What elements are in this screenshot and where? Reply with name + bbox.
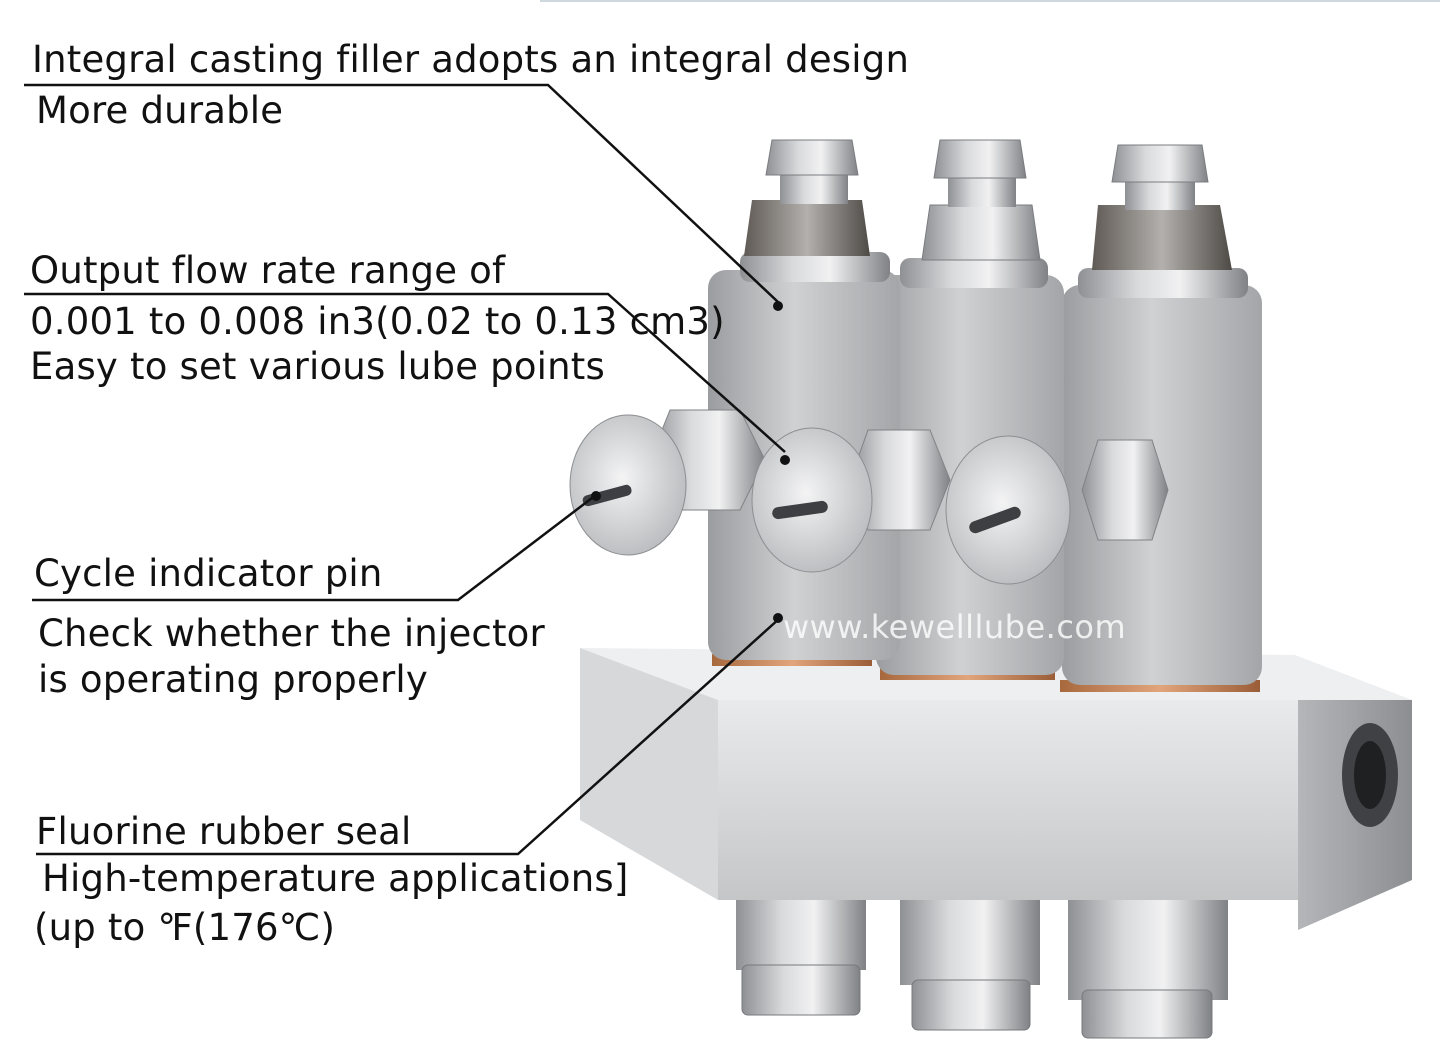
leader-flow — [24, 292, 786, 453]
indicator-desc-2: is operating properly — [38, 658, 428, 701]
leader-casting — [24, 83, 779, 303]
casting-title: Integral casting filler adopts an integr… — [32, 38, 910, 81]
indicator-cap-1 — [569, 414, 687, 556]
flow-range: 0.001 to 0.008 in3(0.02 to 0.13 cm3) — [30, 300, 725, 343]
seal-desc-2: (up to ℉(176℃) — [34, 906, 336, 949]
watermark: www.kewelllube.com — [783, 608, 1127, 646]
leader-dot — [591, 491, 601, 501]
indicator-title: Cycle indicator pin — [34, 552, 383, 595]
leader-lines — [24, 83, 786, 856]
casting-desc: More durable — [36, 89, 284, 132]
manifold-bar — [580, 648, 1412, 930]
leader-dot — [773, 301, 783, 311]
flow-desc: Easy to set various lube points — [30, 345, 605, 388]
injector-3 — [1062, 144, 1262, 685]
leader-indicator — [32, 497, 593, 602]
leader-dots — [591, 301, 790, 623]
indicator-cap-3 — [945, 435, 1071, 585]
flow-title: Output flow rate range of — [30, 249, 506, 292]
seal-title: Fluorine rubber seal — [36, 810, 412, 853]
injector-2 — [876, 139, 1064, 675]
injector-1 — [708, 139, 900, 660]
seal-desc-1: High-temperature applications] — [42, 857, 629, 900]
leader-dot — [773, 613, 783, 623]
leader-dot — [780, 455, 790, 465]
leader-seal — [36, 617, 781, 856]
indicator-cap-2 — [751, 427, 873, 573]
indicator-desc-1: Check whether the injector — [38, 612, 545, 655]
